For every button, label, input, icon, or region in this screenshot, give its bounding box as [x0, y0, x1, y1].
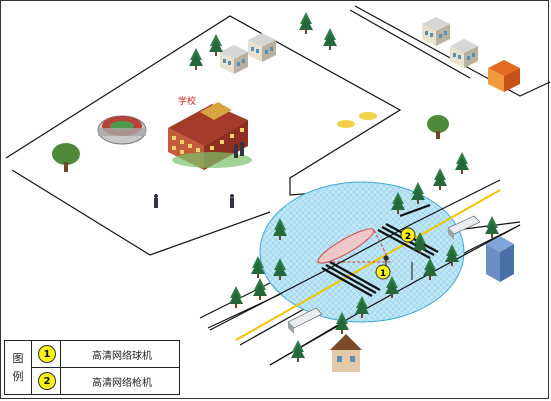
colorful-house: [488, 60, 520, 92]
legend-number-badge: 1: [38, 345, 56, 363]
svg-text:2: 2: [405, 232, 411, 242]
legend-label: 高清网络球机: [92, 351, 152, 362]
legend-title: 图 例: [5, 341, 32, 394]
svg-text:1: 1: [380, 269, 386, 279]
stadium: [97, 115, 147, 145]
legend-title-bottom: 例: [12, 369, 24, 383]
office-tower: [486, 236, 514, 282]
school-label: 学校: [178, 95, 196, 107]
school-building: [168, 102, 252, 170]
broadleaf-trees: [52, 115, 449, 172]
residential-building: [450, 39, 478, 68]
legend: 图 例 1 高清网络球机 2 高清网络枪机: [4, 340, 180, 395]
legend-label: 高清网络枪机: [92, 378, 152, 389]
residential-building: [422, 17, 450, 46]
dormitory-building: [220, 45, 248, 74]
legend-row-dome-camera: 1 高清网络球机: [32, 341, 179, 368]
roads: [209, 179, 521, 366]
marker-2: 2: [400, 227, 416, 243]
dormitory-building: [248, 33, 276, 62]
legend-title-top: 图: [12, 351, 24, 365]
legend-row-bullet-camera: 2 高清网络枪机: [32, 368, 179, 394]
legend-number-badge: 2: [38, 372, 56, 390]
camera-fov: [316, 228, 391, 264]
cars: [337, 112, 377, 128]
people: [154, 142, 244, 208]
bus-right: [447, 215, 481, 240]
marker-1: 1: [375, 264, 391, 280]
residential-house: [330, 334, 362, 372]
bus-left: [287, 307, 323, 334]
crosswalks: [321, 203, 439, 297]
